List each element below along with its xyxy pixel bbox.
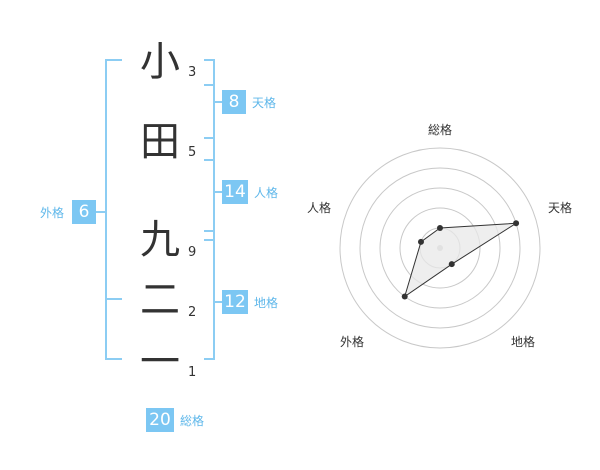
radar-label-chikaku: 地格 <box>511 335 536 349</box>
stroke-count-2: 5 <box>188 145 197 160</box>
name-char-2: 田 <box>140 119 180 165</box>
chikaku-label: 地格 <box>254 296 279 310</box>
radar-points <box>401 220 520 300</box>
radar-point <box>437 225 443 231</box>
radar-point <box>401 293 408 300</box>
chikaku-value: 12 <box>222 290 248 314</box>
name-char-3: 九 <box>140 217 180 263</box>
radar-label-tenkaku: 天格 <box>548 201 573 215</box>
name-char-5: 一 <box>140 339 180 385</box>
soukaku-label: 総格 <box>180 414 205 428</box>
tenkaku-bracket <box>204 84 215 139</box>
radar-label-soukaku: 総格 <box>428 123 453 137</box>
radar-point <box>513 220 520 227</box>
chikaku-bracket <box>204 239 215 360</box>
radar-ring <box>339 147 541 349</box>
name-char-4: 二 <box>140 277 180 323</box>
jinkaku-label: 人格 <box>254 186 279 200</box>
tenkaku-value: 8 <box>222 90 246 114</box>
name-char-1: 小 <box>140 39 180 85</box>
radar-point <box>448 261 455 268</box>
gaikaku-bracket <box>105 59 122 360</box>
gaikaku-label: 外格 <box>40 206 65 220</box>
stroke-count-1: 3 <box>188 65 197 80</box>
stroke-count-3: 9 <box>188 245 197 260</box>
soukaku-value: 20 <box>146 408 174 432</box>
radar-label-gaikaku: 外格 <box>340 335 365 349</box>
jinkaku-value: 14 <box>222 180 248 204</box>
radar-point <box>417 238 424 245</box>
stroke-count-4: 2 <box>188 305 197 320</box>
radar-ring <box>399 207 481 289</box>
gaikaku-value: 6 <box>72 200 96 224</box>
radar-ring <box>379 187 501 309</box>
stroke-count-5: 1 <box>188 365 197 380</box>
radar-ring <box>359 167 521 329</box>
radar-label-jinkaku: 人格 <box>307 201 332 215</box>
radar-series-polygon <box>403 222 517 298</box>
jinkaku-bracket <box>204 159 215 232</box>
tenkaku-label: 天格 <box>252 96 277 110</box>
